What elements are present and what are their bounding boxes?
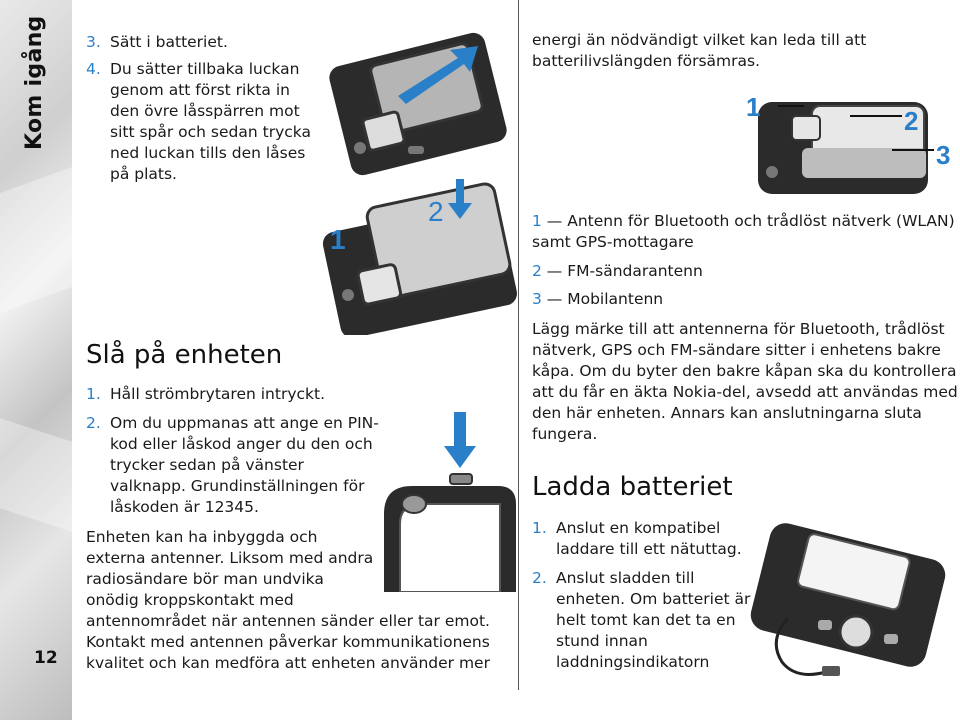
charger-illustration [750, 523, 946, 676]
legend-item-1: 1 — Antenn för Bluetooth och trådlöst nä… [532, 212, 955, 251]
column-divider [518, 0, 519, 690]
heading-power-on: Slå på enheten [86, 340, 283, 370]
callout-2: 2 [428, 196, 444, 227]
callout-1: 1 [330, 224, 346, 255]
antenna-note: Lägg märke till att antennerna för Bluet… [532, 320, 958, 443]
battery-insert-illustration [329, 32, 507, 176]
legend-item-2: 2 — FM-sändarantenn [532, 262, 703, 280]
section-title: Kom igång [22, 15, 47, 150]
antenna-callout-2: 2 [904, 106, 918, 136]
sidebar: Kom igång 12 [0, 0, 72, 720]
heading-charge-battery: Ladda batteriet [532, 472, 733, 502]
step-4: 4.Du sätter tillbaka luckan genom att fö… [86, 60, 311, 183]
legend-item-3: 3 — Mobilantenn [532, 290, 664, 308]
step-3: 3.Sätt i batteriet. [86, 33, 228, 51]
power-step-1: 1.Håll strömbrytaren intryckt. [86, 385, 325, 403]
antenna-paragraph-left: Enheten kan ha inbyggda och externa ante… [86, 528, 490, 672]
page-number: 12 [34, 648, 58, 668]
power-step-2: 2.Om du uppmanas att ange en PIN- kod el… [86, 414, 379, 516]
antenna-paragraph-right: energi än nödvändigt vilket kan leda til… [532, 31, 867, 70]
power-key-illustration [384, 412, 516, 592]
cover-placement-illustration: 1 2 [322, 179, 517, 335]
antenna-location-illustration: 1 2 3 [746, 92, 950, 194]
charge-step-1: 1.Anslut en kompatibel laddare till ett … [532, 519, 742, 558]
charge-step-2: 2.Anslut sladden till enheten. Om batter… [532, 569, 751, 671]
antenna-callout-1: 1 [746, 92, 760, 122]
antenna-callout-3: 3 [936, 140, 950, 170]
